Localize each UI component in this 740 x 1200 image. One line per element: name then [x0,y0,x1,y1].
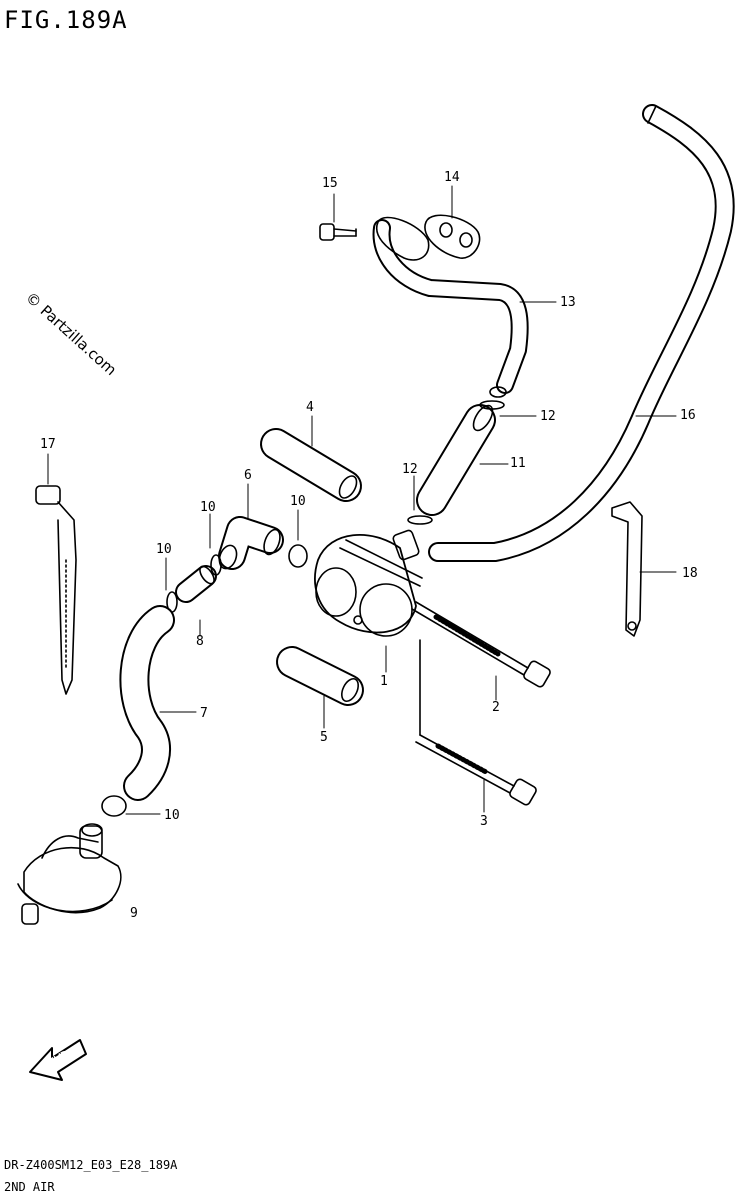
clamp-10a [210,554,222,576]
callout-1: 1 [380,674,388,689]
filter-9 [17,823,122,925]
callout-10a: 10 [200,500,216,515]
callout-15: 15 [322,176,338,191]
bolt-3 [415,639,537,806]
callout-9: 9 [130,906,138,921]
footer-code: DR-Z400SM12_E03_E28_189A [4,1158,178,1172]
valve-1 [314,529,423,637]
callout-6: 6 [244,468,252,483]
figure-title: FIG.189A [4,6,128,34]
callout-8: 8 [196,634,204,649]
fwd-arrow [29,1039,87,1081]
callout-7: 7 [200,706,208,721]
callout-2: 2 [492,700,500,715]
clamp-12b [407,515,433,525]
callout-11: 11 [510,456,526,471]
callout-4: 4 [306,400,314,415]
clamp-10c [288,544,308,568]
bolt-2 [411,601,551,688]
callout-18: 18 [682,566,698,581]
callout-10c: 10 [290,494,306,509]
leader-lines [47,185,677,815]
callout-16: 16 [680,408,696,423]
gasket-14 [424,214,481,259]
pipe-13 [372,219,529,398]
callout-12b: 12 [402,462,418,477]
callout-5: 5 [320,730,328,745]
hose-4 [260,428,362,502]
elbow-6 [218,516,284,570]
hose-11 [416,404,496,516]
callout-10d: 10 [164,808,180,823]
callout-14: 14 [444,170,460,185]
callout-12a: 12 [540,409,556,424]
clamp-10d [101,795,127,817]
bracket-18 [611,501,643,637]
callout-10b: 10 [156,542,172,557]
callout-17: 17 [40,437,56,452]
hose-7 [119,605,175,801]
pipe-8 [175,565,217,603]
hose-16 [428,104,735,562]
bolt-15 [319,223,357,241]
clamp-12a [479,400,505,410]
callout-3: 3 [480,814,488,829]
tie-17 [35,485,77,695]
hose-5 [276,646,364,706]
footer-name: 2ND AIR [4,1180,55,1194]
callout-13: 13 [560,295,576,310]
flange-13 [375,216,430,261]
